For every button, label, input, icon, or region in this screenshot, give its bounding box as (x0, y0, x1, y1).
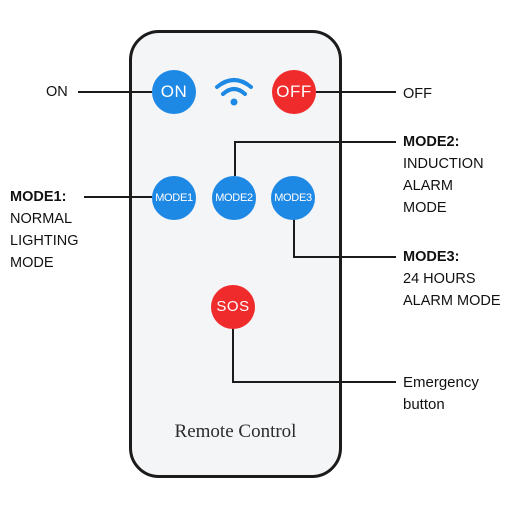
off-button[interactable]: OFF (272, 70, 316, 114)
mode2-line: ALARM (403, 178, 453, 194)
mode3-callout-line (293, 218, 396, 258)
mode2-button[interactable]: MODE2 (212, 176, 256, 220)
sos-label: Emergency button (403, 372, 479, 416)
mode3-line: ALARM MODE (403, 293, 501, 309)
mode3-label: MODE3: 24 HOURS ALARM MODE (403, 246, 501, 312)
mode2-callout-line (234, 141, 396, 176)
mode2-label: MODE2: INDUCTION ALARM MODE (403, 131, 484, 219)
mode1-heading: MODE1: (10, 189, 67, 205)
mode2-line: INDUCTION (403, 156, 484, 172)
mode3-line: 24 HOURS (403, 271, 476, 287)
wifi-icon (215, 78, 253, 106)
mode3-button[interactable]: MODE3 (271, 176, 315, 220)
mode1-line: LIGHTING (10, 233, 79, 249)
sos-line: Emergency (403, 374, 479, 391)
mode1-line: MODE (10, 255, 54, 271)
sos-button[interactable]: SOS (211, 285, 255, 329)
sos-callout-line (232, 328, 396, 383)
mode2-line: MODE (403, 200, 447, 216)
sos-line: button (403, 396, 445, 413)
off-label: OFF (403, 86, 432, 102)
mode2-heading: MODE2: (403, 134, 460, 150)
mode3-heading: MODE3: (403, 249, 460, 265)
on-label: ON (46, 84, 68, 100)
mode1-label: MODE1: NORMAL LIGHTING MODE (10, 186, 78, 274)
mode1-button[interactable]: MODE1 (152, 176, 196, 220)
remote-title: Remote Control (174, 421, 297, 442)
mode1-line: NORMAL (10, 211, 73, 227)
on-button[interactable]: ON (152, 70, 196, 114)
